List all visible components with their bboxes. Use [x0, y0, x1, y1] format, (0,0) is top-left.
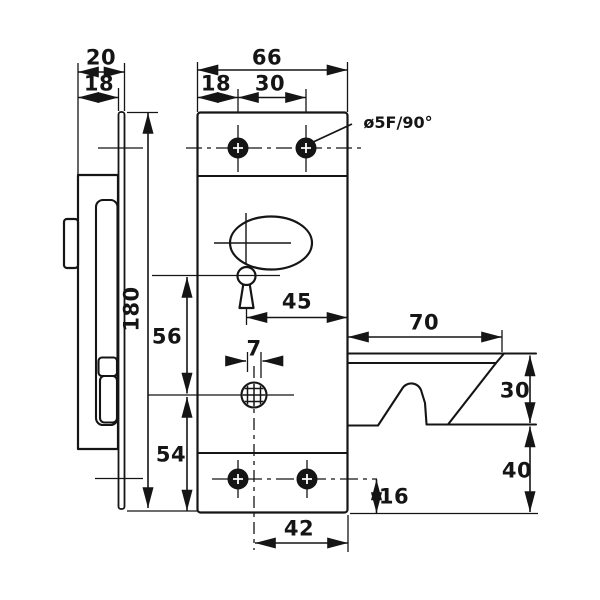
latch-chamfer [446, 352, 506, 426]
latch-profile [346, 330, 538, 512]
spindle-hole [240, 381, 268, 409]
lock-case-profile [76, 173, 120, 451]
front-view [148, 62, 538, 552]
case-inner-slot [94, 198, 119, 427]
side-view [62, 63, 202, 512]
deadbolt-profile [62, 217, 80, 270]
spindle-hole-hatch [242, 383, 266, 407]
leader-line [310, 123, 353, 144]
latch-tooth [346, 382, 428, 427]
latch-follower-lower [98, 374, 119, 424]
faceplate-edge [117, 111, 126, 510]
